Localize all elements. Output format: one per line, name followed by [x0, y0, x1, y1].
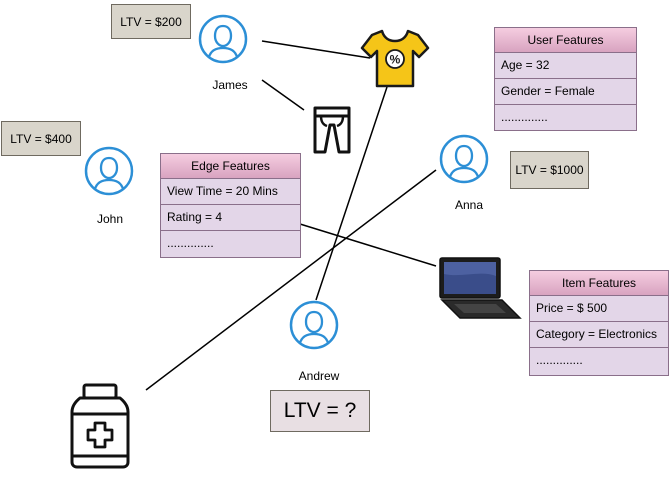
pants-icon	[313, 106, 351, 154]
user-features-table: User Features Age = 32 Gender = Female .…	[494, 27, 637, 131]
table-row: ..............	[530, 348, 668, 373]
edge-anna-medicine	[145, 169, 437, 391]
ltv-andrew: LTV = ?	[270, 390, 370, 432]
person-icon	[289, 300, 339, 350]
person-name-anna: Anna	[454, 198, 484, 212]
table-row: Price = $ 500	[530, 296, 668, 322]
tshirt-discount-icon: %	[360, 29, 430, 88]
table-row: Rating = 4	[161, 205, 300, 231]
person-icon	[84, 146, 134, 196]
person-name-james: James	[212, 78, 248, 92]
person-icon	[198, 14, 248, 64]
edge-features-title: Edge Features	[161, 154, 300, 179]
medicine-bottle-icon	[70, 383, 130, 469]
edge-james-pants	[261, 79, 305, 111]
item-features-table: Item Features Price = $ 500 Category = E…	[529, 270, 669, 376]
ltv-james: LTV = $200	[111, 4, 191, 39]
table-row: Gender = Female	[495, 79, 636, 105]
discount-badge-text: %	[390, 53, 401, 67]
item-features-title: Item Features	[530, 271, 668, 296]
edge-shirt-andrew	[315, 86, 388, 301]
edge-features-table: Edge Features View Time = 20 Mins Rating…	[160, 153, 301, 258]
laptop-icon	[439, 257, 522, 319]
user-features-title: User Features	[495, 28, 636, 53]
ltv-john: LTV = $400	[1, 121, 81, 156]
person-name-john: John	[96, 212, 124, 226]
table-row: ..............	[161, 231, 300, 256]
person-name-andrew: Andrew	[298, 369, 340, 383]
edge-john-laptop	[299, 223, 437, 267]
table-row: ..............	[495, 105, 636, 130]
table-row: Age = 32	[495, 53, 636, 79]
edge-james-shirt	[261, 40, 371, 59]
table-row: Category = Electronics	[530, 322, 668, 348]
table-row: View Time = 20 Mins	[161, 179, 300, 205]
ltv-anna: LTV = $1000	[510, 151, 589, 189]
person-icon	[439, 134, 489, 184]
